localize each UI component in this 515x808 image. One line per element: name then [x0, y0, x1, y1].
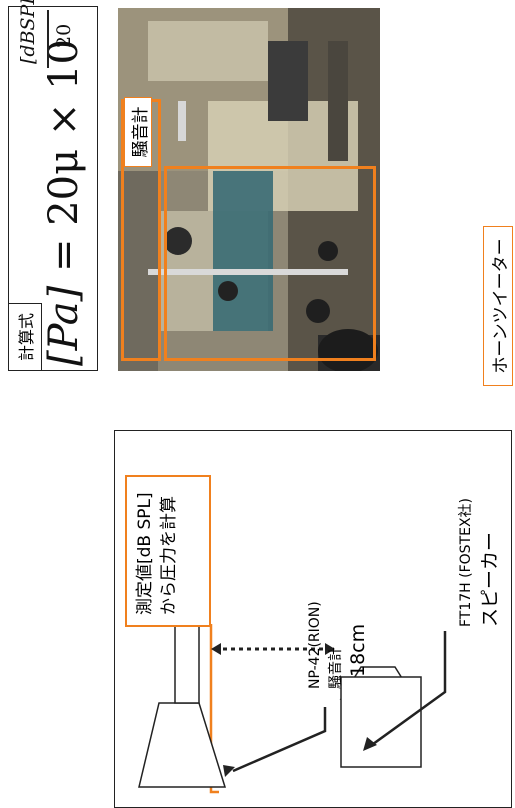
note-line-2: から圧力を計算	[159, 496, 179, 615]
formula-main: = 20μ × 10	[41, 39, 87, 272]
note-line-1: 測定値[dB SPL]	[135, 492, 155, 615]
setup-photo: 騒音計	[118, 8, 380, 371]
formula-lhs: [Pa]	[41, 285, 87, 366]
speaker-name-label: スピーカー	[479, 531, 501, 627]
calculation-note-box: 測定値[dB SPL] から圧力を計算	[125, 475, 211, 627]
meter-label: 騒音計	[124, 97, 152, 167]
formula-fraction-bar	[47, 10, 49, 68]
meter-highlight-box	[164, 166, 376, 361]
formula-exponent-denominator: 20	[53, 23, 75, 48]
diagram-lines	[138, 558, 447, 794]
speaker-model-label: FT17H (FOSTEX社)	[458, 497, 474, 627]
speaker-leader-line	[368, 631, 447, 749]
note-bracket	[209, 624, 219, 794]
formula-box: 計算式 [Pa] = 20μ × 10 [dBSPL] 20	[8, 0, 98, 371]
formula: [Pa] = 20μ × 10 [dBSPL] 20	[17, 0, 91, 366]
tweeter-label: ホーンツイーター	[483, 226, 513, 386]
distance-arrow-bottom	[325, 643, 335, 655]
setup-photo-illustration	[118, 8, 380, 371]
meter-model-label: NP-42(RION)	[307, 601, 323, 689]
speaker-body-shape	[340, 676, 422, 768]
meter-name-label: 騒音計	[328, 647, 344, 689]
distance-label: 18cm	[347, 623, 369, 677]
formula-exponent-numerator: [dBSPL]	[17, 0, 39, 64]
setup-diagram: 測定値[dB SPL] から圧力を計算 NP-42(RION) 騒音計 18cm…	[114, 430, 512, 808]
distance-arrow-top	[211, 643, 221, 655]
meter-leader-line	[232, 707, 327, 773]
